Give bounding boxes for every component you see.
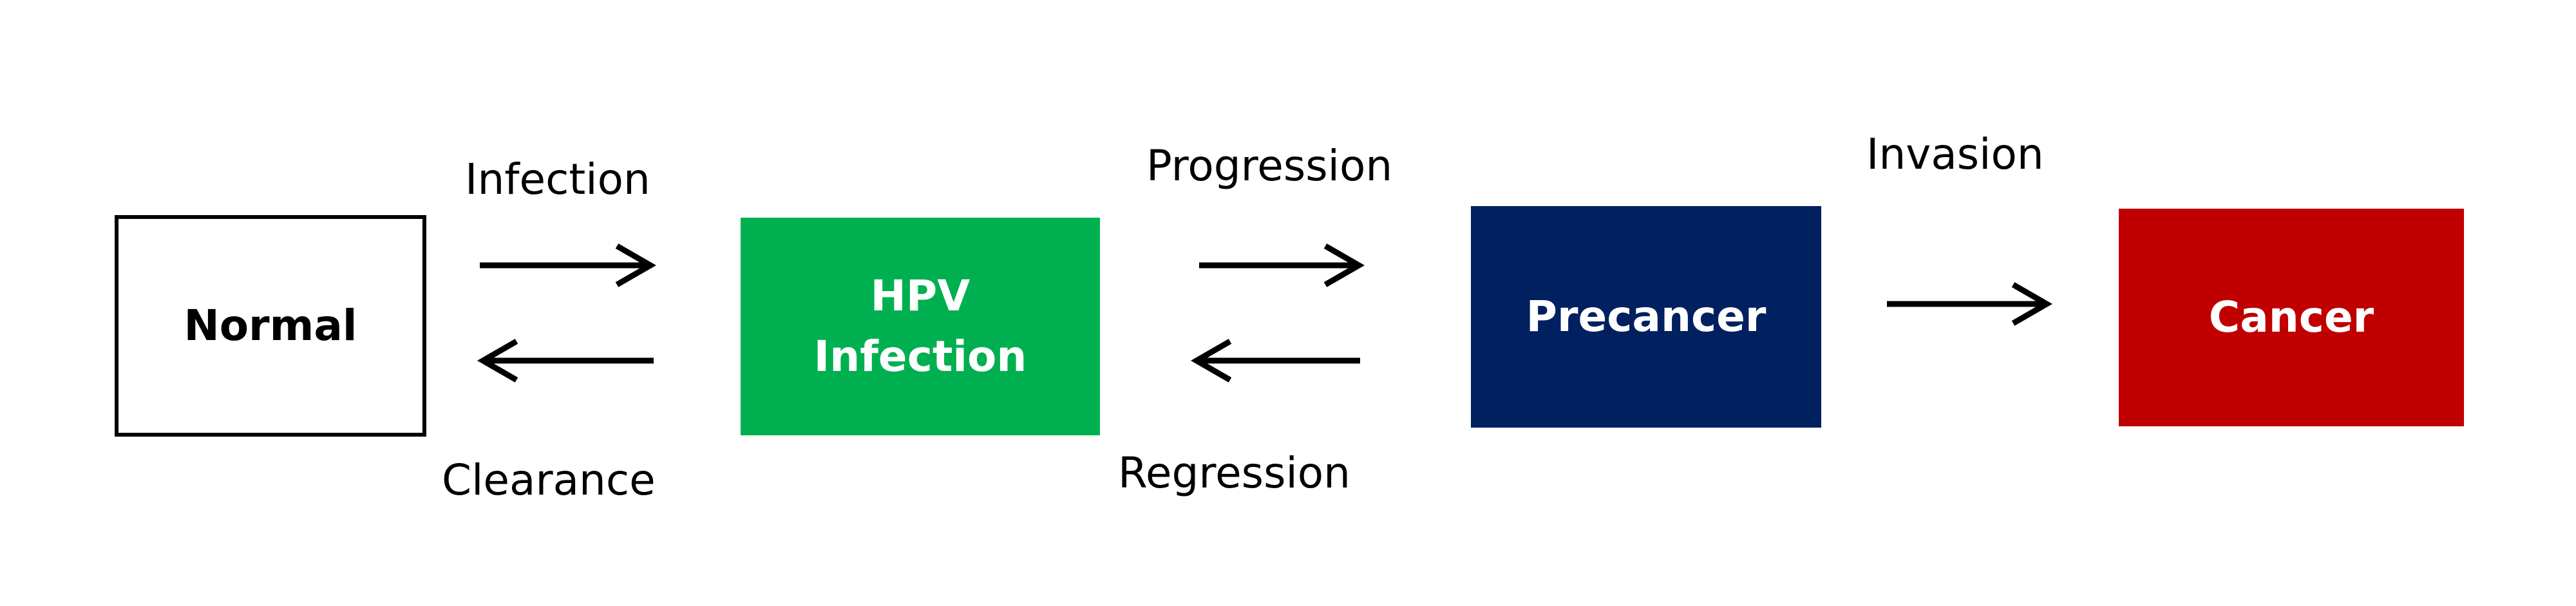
node-hpv-infection: HPV Infection [741, 218, 1100, 435]
arrow-invasion [1887, 282, 2053, 326]
node-precancer-label: Precancer [1526, 292, 1766, 342]
arrow-regression [1190, 339, 1360, 383]
edge-label-regression: Regression [1118, 448, 1351, 498]
edge-label-infection: Infection [465, 155, 650, 204]
node-precancer: Precancer [1471, 206, 1821, 428]
node-normal: Normal [115, 215, 426, 437]
node-cancer: Cancer [2119, 209, 2464, 426]
edge-label-clearance: Clearance [442, 455, 656, 505]
node-normal-label: Normal [184, 301, 357, 351]
node-hpv-infection-label: HPV Infection [813, 271, 1027, 381]
arrow-clearance [477, 339, 654, 383]
edge-label-invasion: Invasion [1866, 129, 2044, 179]
arrow-progression [1199, 243, 1365, 287]
edge-label-progression: Progression [1146, 141, 1393, 191]
node-cancer-label: Cancer [2208, 292, 2374, 343]
arrow-infection [480, 243, 657, 287]
